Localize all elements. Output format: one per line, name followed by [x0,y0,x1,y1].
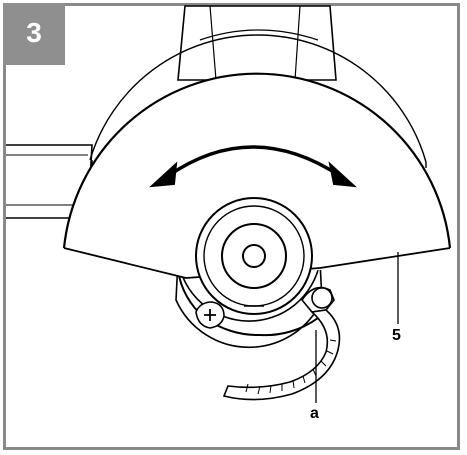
gear-housing [177,5,337,81]
rotation-double-arrow [149,145,357,188]
flange-screw-icon [195,301,225,329]
spindle-clamping-nut [195,197,313,315]
release-lever [222,286,341,401]
leader-lines [315,252,399,403]
figure-number-badge: 3 [3,3,65,65]
figure-frame [3,3,460,450]
callout-lever-label: a [310,405,319,422]
callout-guard-label: 5 [392,327,401,344]
side-handle [6,144,93,219]
protective-guard [62,34,452,279]
